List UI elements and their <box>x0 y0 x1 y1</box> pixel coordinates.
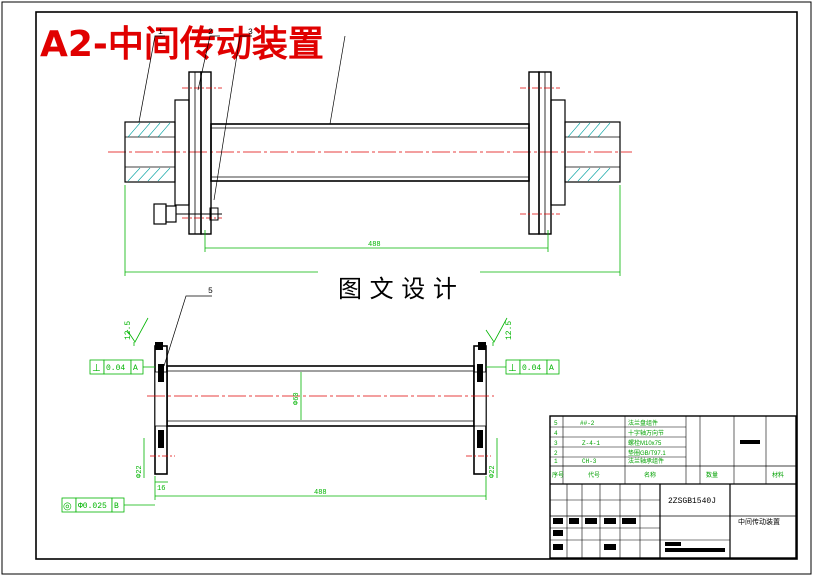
svg-text:十字轴万向节: 十字轴万向节 <box>628 429 664 437</box>
drawing-code: 2ZSGB1540J <box>668 497 716 506</box>
svg-text:CH-3: CH-3 <box>582 458 597 465</box>
hatch-right-hub <box>567 122 611 182</box>
bom-row-no: 5 <box>554 420 558 427</box>
dim-offset: 16 <box>157 485 165 493</box>
dim-flange-left: Φ22 <box>136 465 144 478</box>
title-block <box>549 415 797 559</box>
svg-text:A: A <box>549 364 554 373</box>
bom-header-no: 序号 <box>552 471 564 479</box>
svg-text:0.04: 0.04 <box>522 364 541 373</box>
roughness-left: 12.5 <box>124 321 133 340</box>
leader-label-2: 2 <box>208 28 213 37</box>
svg-text:2: 2 <box>554 450 558 457</box>
right-hub <box>564 121 621 183</box>
leader-label-3: 3 <box>248 28 253 37</box>
assembly-view: 1 2 3 488 <box>108 28 632 276</box>
title-block-fills <box>553 440 760 552</box>
svg-text:Φ0.025: Φ0.025 <box>78 502 107 511</box>
dim-bottom-length: 488 <box>314 489 327 497</box>
drawing-name: 中间传动装置 <box>738 517 780 526</box>
svg-text:垫圈GB/T97.1: 垫圈GB/T97.1 <box>628 449 666 457</box>
svg-text:法兰盘组件: 法兰盘组件 <box>628 419 658 427</box>
svg-text:⊥: ⊥ <box>92 363 101 374</box>
dim-diameter-mid: Φ60 <box>293 392 301 405</box>
hatch-left-hub <box>127 122 171 182</box>
dimensions-bottom <box>126 317 508 500</box>
svg-text:A: A <box>133 364 138 373</box>
bom-table: 5 ##-2 法兰盘组件 4 十字轴万向节 3 Z-4-1 螺栓M10x75 2… <box>552 419 784 479</box>
svg-text:Z-4-1: Z-4-1 <box>582 440 600 447</box>
bom-header-code: 代号 <box>588 471 600 479</box>
svg-text:##-2: ##-2 <box>580 420 595 427</box>
inner-frame <box>35 11 798 560</box>
svg-text:螺栓M10x75: 螺栓M10x75 <box>628 439 662 447</box>
bom-header-name: 名称 <box>644 471 656 479</box>
part-view: 488 Φ60 Φ22 Φ22 16 12.5 12.5 5 ⊥ 0.04 A … <box>61 287 560 513</box>
dim-flange-right: Φ22 <box>489 465 497 478</box>
svg-text:◎: ◎ <box>63 501 72 512</box>
svg-text:1: 1 <box>554 458 558 465</box>
tolerance-coaxial <box>61 497 155 513</box>
bom-header-material: 材料 <box>772 471 784 479</box>
dim-top-length: 488 <box>368 241 381 249</box>
leader-label-1: 1 <box>158 28 163 37</box>
leader-label-5: 5 <box>208 287 213 296</box>
leaders-top <box>138 35 346 201</box>
tolerance-right <box>486 359 560 375</box>
roughness-right: 12.5 <box>505 321 514 340</box>
svg-text:B: B <box>114 502 119 511</box>
watermark-text: 图 文 设 计 <box>338 275 457 303</box>
bom-header-qty: 数量 <box>706 471 718 479</box>
svg-text:法兰轴承组件: 法兰轴承组件 <box>628 457 664 465</box>
tolerance-left <box>89 359 155 375</box>
svg-text:3: 3 <box>554 440 558 447</box>
svg-text:0.04: 0.04 <box>106 364 125 373</box>
svg-text:4: 4 <box>554 430 558 437</box>
page-title: A2-中间传动装置 <box>40 24 324 65</box>
svg-text:⊥: ⊥ <box>508 363 517 374</box>
